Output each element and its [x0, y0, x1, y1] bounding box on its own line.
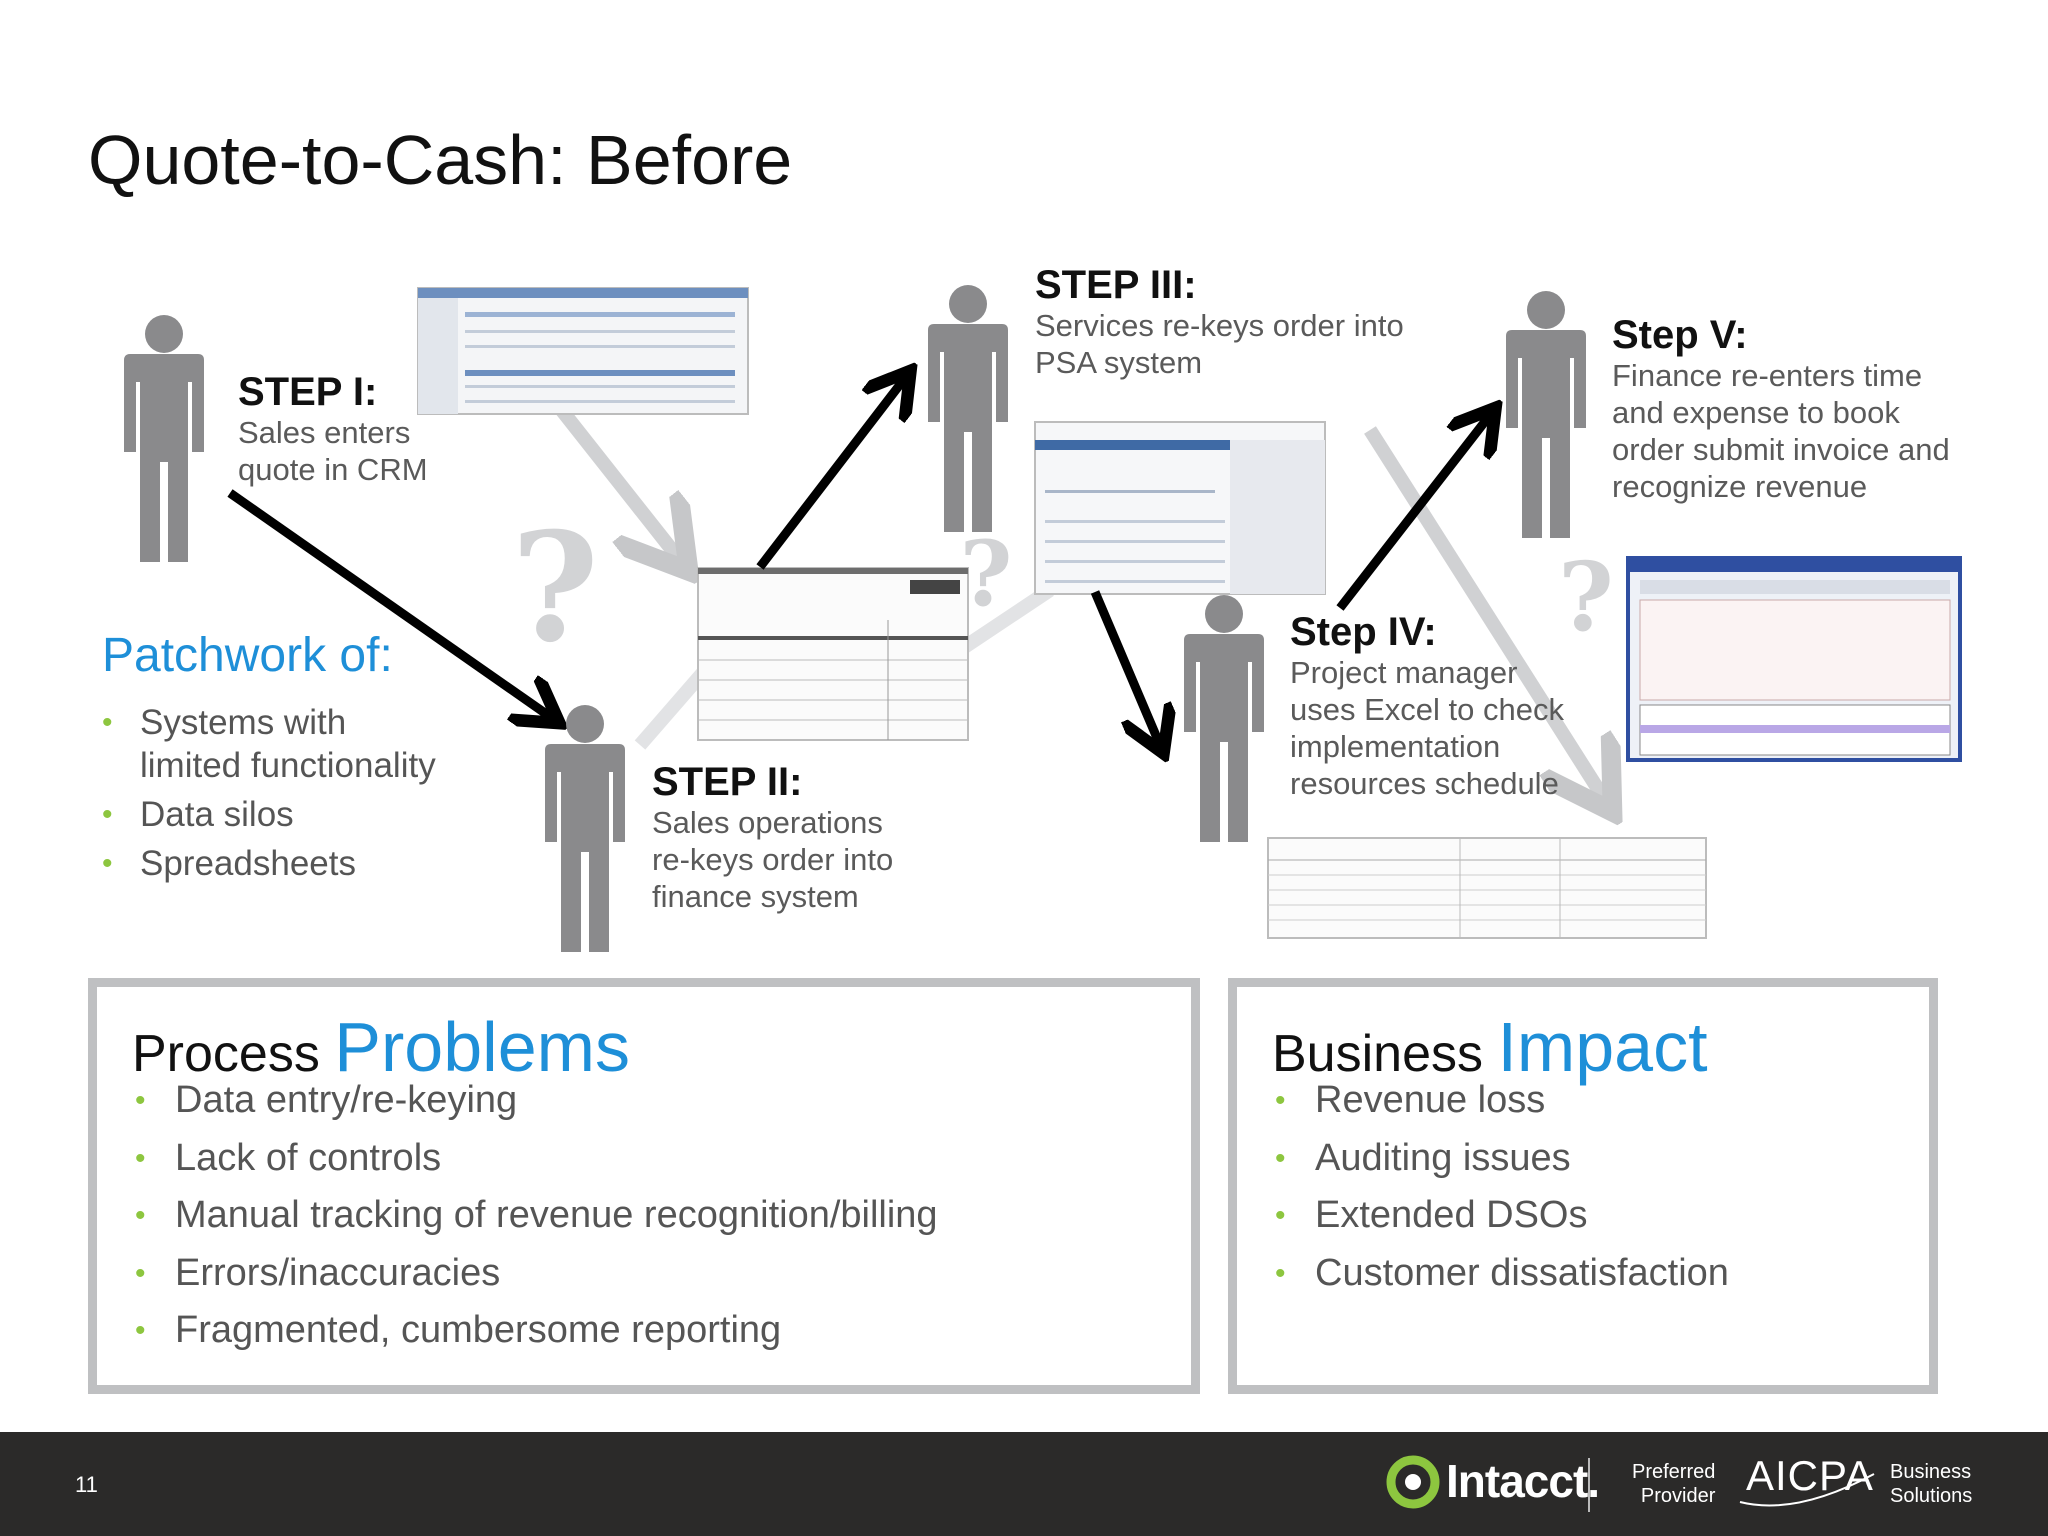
step-description: quote in CRM [238, 452, 428, 487]
patchwork-title: Patchwork of: [102, 629, 393, 682]
black-arrow-3 [1090, 590, 1160, 745]
list-item: Lack of controls [135, 1130, 938, 1188]
step-heading: STEP III: [1035, 263, 1197, 307]
screenshot-thumbnail-crm [417, 287, 749, 415]
person-icon [1506, 291, 1586, 538]
person-icon [545, 705, 625, 952]
step-description: PSA system [1035, 345, 1203, 380]
list-item-line: Systems with [140, 703, 347, 742]
list-item: Spreadsheets [102, 842, 436, 885]
intacct-logo-text: Intacct. [1446, 1455, 1600, 1507]
aicpa-logo: AICPA [1746, 1452, 1874, 1499]
business-impact-box: Business Impact Revenue loss Auditing is… [1228, 978, 1938, 1394]
step-description: recognize revenue [1612, 469, 1868, 504]
patchwork-list: Systems with limited functionality Data … [102, 701, 436, 885]
label-line: Solutions [1890, 1485, 1973, 1507]
step-heading: Step IV: [1290, 610, 1437, 654]
step-heading: Step V: [1612, 313, 1748, 357]
logo-divider [1588, 1458, 1590, 1512]
question-mark-icon [511, 500, 599, 676]
step-description: Project manager [1290, 655, 1518, 690]
step-description: Sales operations [652, 805, 883, 840]
list-item: Errors/inaccuracies [135, 1245, 938, 1303]
step-description: Services re-keys order into [1035, 308, 1404, 343]
badge-line: Preferred [1632, 1461, 1716, 1483]
label-line: Business [1890, 1461, 1972, 1483]
patchwork-section: Patchwork of: Systems with limited funct… [102, 628, 436, 885]
list-item: Revenue loss [1275, 1072, 1729, 1130]
step-3: STEP III: Services re-keys order into PS… [1035, 263, 1404, 381]
step-description: implementation [1290, 729, 1501, 764]
step-description: resources schedule [1290, 766, 1559, 801]
list-item-line: limited functionality [140, 746, 436, 785]
business-impact-list: Revenue loss Auditing issues Extended DS… [1275, 1072, 1729, 1302]
step-1: STEP I: Sales enters quote in CRM [238, 370, 428, 488]
slide-title: Quote-to-Cash: Before [88, 121, 793, 199]
step-description: order submit invoice and [1612, 432, 1950, 467]
list-item: Fragmented, cumbersome reporting [135, 1302, 938, 1360]
screenshot-thumbnail-finance [697, 567, 969, 741]
list-item: Data silos [102, 793, 436, 836]
black-arrow-4 [1336, 415, 1490, 611]
step-description: Finance re-enters time [1612, 358, 1923, 393]
step-4: Step IV: Project manager uses Excel to c… [1290, 610, 1564, 802]
process-problems-list: Data entry/re-keying Lack of controls Ma… [135, 1072, 938, 1360]
list-item: Systems with limited functionality [102, 701, 436, 787]
question-mark-icon [959, 521, 1013, 627]
list-item: Auditing issues [1275, 1130, 1729, 1188]
screenshot-thumbnail-billing [1626, 556, 1962, 762]
step-description: re-keys order into [652, 842, 894, 877]
list-item: Customer dissatisfaction [1275, 1245, 1729, 1303]
step-description: and expense to book [1612, 395, 1900, 430]
badge-line: Provider [1640, 1485, 1716, 1507]
black-arrow-2 [756, 378, 905, 570]
list-item: Manual tracking of revenue recognition/b… [135, 1187, 938, 1245]
list-item: Extended DSOs [1275, 1187, 1729, 1245]
step-description: finance system [652, 879, 859, 914]
preferred-provider-badge: Preferred Provider [1632, 1460, 1715, 1508]
list-item: Data entry/re-keying [135, 1072, 938, 1130]
list-item-line: Data silos [140, 795, 294, 834]
gray-arrow-4 [1364, 426, 1605, 800]
step-2: STEP II: Sales operations re-keys order … [652, 760, 893, 915]
screenshot-thumbnail-psa [1034, 421, 1326, 595]
person-icon [1184, 595, 1264, 842]
person-icon [124, 315, 204, 562]
process-problems-box: Process Problems Data entry/re-keying La… [88, 978, 1200, 1394]
black-arrow-1 [227, 489, 552, 718]
business-solutions-label: Business Solutions [1890, 1460, 1972, 1508]
list-item-line: Spreadsheets [140, 844, 356, 883]
question-mark-icon [1558, 542, 1614, 653]
workflow-diagram: ? [124, 285, 1962, 952]
step-5: Step V: Finance re-enters time and expen… [1612, 313, 1950, 505]
aicpa-swoosh-icon [1739, 1473, 1875, 1507]
step-description: Sales enters [238, 415, 411, 450]
gray-arrow-1 [554, 403, 680, 560]
step-description: uses Excel to check [1290, 692, 1564, 727]
intacct-logo-icon [1386, 1455, 1440, 1509]
step-heading: STEP II: [652, 760, 803, 804]
screenshot-thumbnail-excel [1267, 837, 1707, 939]
footer-bar: 11 Intacct. Preferred Provider AICPA Bus… [0, 1432, 2048, 1536]
step-heading: STEP I: [238, 370, 378, 414]
person-icon [928, 285, 1008, 532]
slide-number: 11 [75, 1472, 98, 1497]
